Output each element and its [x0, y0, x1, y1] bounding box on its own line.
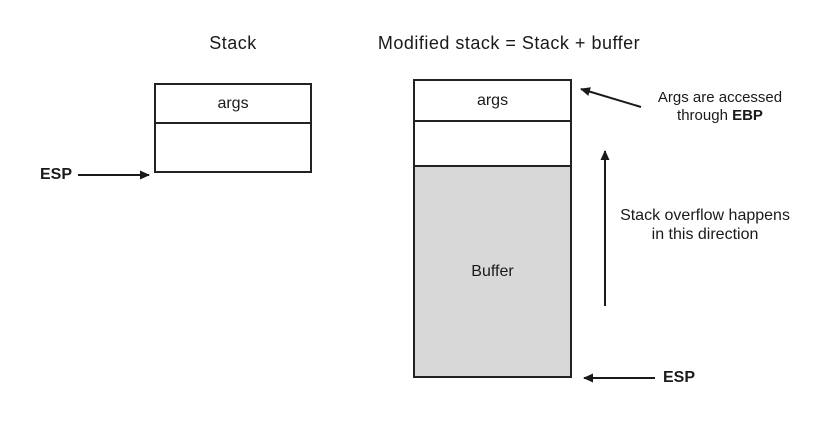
args-note-ebp-bold: EBP — [732, 107, 763, 124]
left-args-cell: args — [156, 85, 310, 124]
args-note-line2-prefix: through — [677, 107, 733, 124]
args-note-line1: Args are accessed — [657, 89, 783, 106]
args-access-note: Args are accessed through EBP — [620, 89, 820, 125]
right-stack-box: args Buffer — [413, 79, 572, 378]
left-stack-title: Stack — [209, 33, 257, 53]
right-stack-title: Modified stack = Stack + buffer — [377, 33, 641, 53]
left-stack-box: args — [154, 83, 312, 173]
overflow-note-line2: in this direction — [651, 226, 759, 243]
overflow-direction-note: Stack overflow happens in this direction — [605, 206, 805, 244]
left-empty-cell — [156, 124, 310, 171]
right-args-cell: args — [415, 81, 570, 122]
right-buffer-cell: Buffer — [415, 167, 570, 376]
right-empty-cell — [415, 122, 570, 167]
overflow-note-line1: Stack overflow happens — [620, 207, 790, 224]
right-esp-label: ESP — [663, 369, 696, 386]
left-esp-label: ESP — [39, 166, 72, 183]
